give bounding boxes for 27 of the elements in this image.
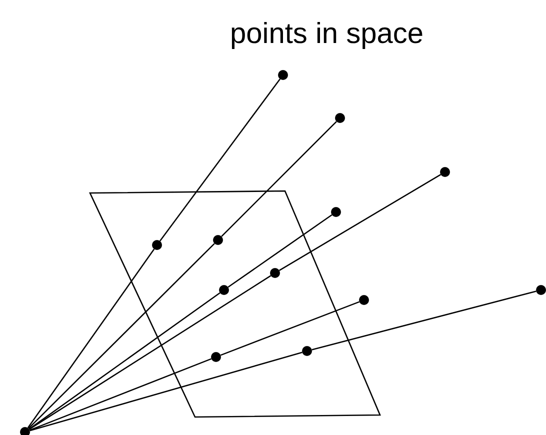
ray-line: [30, 352, 302, 432]
point-dot: [20, 427, 30, 435]
ray-line: [159, 78, 281, 242]
point-dot: [359, 295, 369, 305]
ray-line: [228, 214, 332, 288]
ray-line: [27, 248, 155, 428]
point-dot: [536, 285, 546, 295]
point-dot: [278, 70, 288, 80]
point-dot: [152, 240, 162, 250]
point-dot: [335, 113, 345, 123]
point-dot: [331, 207, 341, 217]
point-dot: [270, 268, 280, 278]
image-plane: [90, 191, 380, 417]
point-dot: [302, 346, 312, 356]
ray-line: [28, 243, 215, 429]
ray-line: [28, 292, 220, 430]
ray-line: [28, 275, 272, 430]
point-dot: [211, 352, 221, 362]
ray-line: [312, 290, 536, 350]
ray-line: [278, 174, 442, 271]
diagram-title: points in space: [230, 18, 424, 51]
ray-line: [220, 301, 360, 356]
point-dot: [219, 285, 229, 295]
ray-line: [221, 121, 337, 237]
point-dot: [213, 235, 223, 245]
ray-line: [29, 358, 212, 431]
point-dot: [440, 167, 450, 177]
